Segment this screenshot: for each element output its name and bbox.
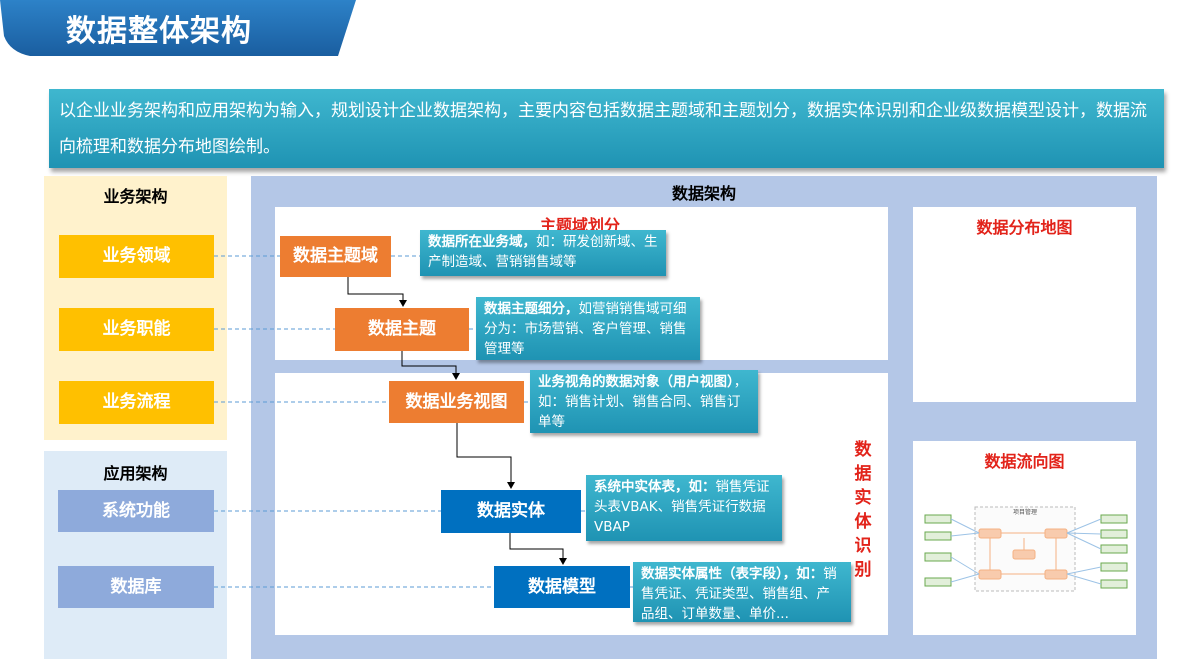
business-process-box: 业务流程 xyxy=(59,381,214,424)
subject-domain-note: 数据所在业务域，如：研发创新域、生产制造域、营销销售域等 xyxy=(420,230,666,276)
flow-chart-center-label: 项目管理 xyxy=(1013,508,1037,516)
note-text: ，如：销售计划、销售合同、销售订单等 xyxy=(538,374,748,430)
note-text: 如：研发创新域、生产制造域、营销销售域等 xyxy=(428,234,658,270)
data-architecture-title: 数据架构 xyxy=(671,184,736,203)
distribution-map-panel xyxy=(913,207,1136,402)
application-architecture-title: 应用架构 xyxy=(103,464,168,483)
model-note: 数据实体属性（表字段），如：销售凭证、凭证类型、销售组、产品组、订单数量、单价.… xyxy=(633,562,851,622)
note-text: 销售凭证、凭证类型、销售组、产品组、订单数量、单价... xyxy=(641,566,837,622)
data-model-node: 数据模型 xyxy=(494,566,630,608)
business-domain-box: 业务领域 xyxy=(59,235,214,278)
data-subject-node: 数据主题 xyxy=(335,308,469,351)
title-tab-shape xyxy=(0,0,356,56)
database-box: 数据库 xyxy=(58,566,214,608)
flow-chart-title: 数据流向图 xyxy=(984,452,1065,471)
note-text: 销售凭证头表VBAK、销售凭证行数据VBAP xyxy=(594,479,770,535)
data-business-view-node: 数据业务视图 xyxy=(389,381,524,423)
distribution-map-title: 数据分布地图 xyxy=(976,218,1073,237)
note-text: 如营销销售域可细分为：市场营销、客户管理、销售管理等 xyxy=(484,301,687,357)
note-bold-text: 数据所在业务域， xyxy=(428,234,536,250)
note-bold-text: 系统中实体表，如： xyxy=(594,479,716,495)
application-architecture-panel xyxy=(44,451,227,659)
note-bold-text: 业务视角的数据对象（用户视图） xyxy=(538,374,734,390)
business-architecture-title: 业务架构 xyxy=(103,187,168,206)
note-bold-text: 数据主题细分， xyxy=(484,301,579,317)
subject-note: 数据主题细分，如营销销售域可细分为：市场营销、客户管理、销售管理等 xyxy=(476,297,700,360)
business-function-box: 业务职能 xyxy=(59,308,214,351)
system-function-box: 系统功能 xyxy=(58,490,214,532)
intro-banner: 以企业业务架构和应用架构为输入，规划设计企业数据架构，主要内容包括数据主题域和主… xyxy=(49,89,1164,168)
entity-note: 系统中实体表，如：销售凭证头表VBAK、销售凭证行数据VBAP xyxy=(586,475,782,541)
data-subject-domain-node: 数据主题域 xyxy=(280,236,391,277)
business-view-note: 业务视角的数据对象（用户视图），如：销售计划、销售合同、销售订单等 xyxy=(530,370,758,433)
entity-identification-label: 数据实体识别 xyxy=(854,440,872,580)
page-title: 数据整体架构 xyxy=(66,14,252,49)
note-bold-text: 数据实体属性（表字段），如： xyxy=(641,566,824,582)
data-entity-node: 数据实体 xyxy=(441,490,581,533)
